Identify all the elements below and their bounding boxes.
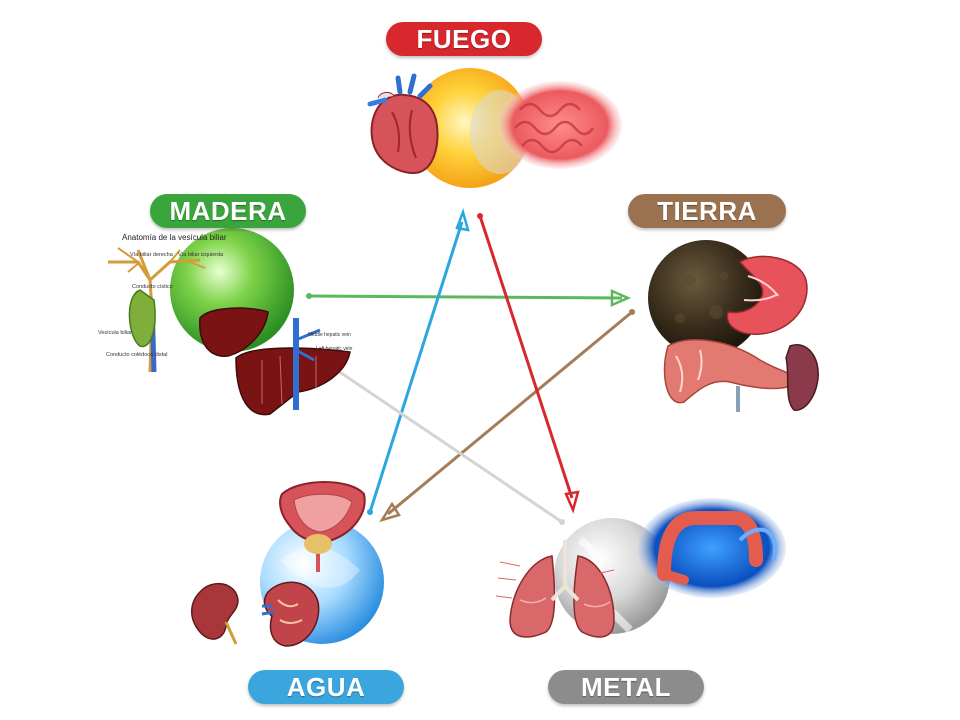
arrow-fuego-metal [477, 213, 580, 514]
liver-label-2: Left hepatic vein [316, 346, 353, 352]
gallbladder-label-2: Vía biliar izquierda [178, 252, 224, 258]
arrow-tierra-agua [379, 309, 635, 523]
arrow-agua-fuego [367, 207, 470, 515]
fuego-cluster [367, 68, 622, 188]
lungs-icon [509, 540, 615, 638]
stomach-icon [726, 255, 808, 335]
earth-sphere [648, 240, 764, 356]
bladder-icon [279, 481, 366, 572]
arrow-metal-madera [309, 350, 565, 525]
agua-cluster [191, 481, 384, 647]
label-madera: MADERA [150, 194, 306, 228]
label-tierra: TIERRA [628, 194, 786, 228]
kidney-icon [191, 581, 320, 647]
madera-cluster [108, 228, 351, 416]
gallbladder-title: Anatomía de la vesícula biliar [122, 233, 227, 242]
gallbladder-diagram [108, 247, 206, 373]
gallbladder-label-1: Vía biliar derecha [130, 252, 174, 258]
gallbladder-label-5: Conducto colédoco distal [106, 352, 167, 358]
tierra-cluster [648, 240, 819, 412]
label-metal: METAL [548, 670, 704, 704]
gallbladder-label-3: Conducto cístico [132, 284, 173, 290]
label-fuego: FUEGO [386, 22, 542, 56]
label-agua: AGUA [248, 670, 404, 704]
arrow-madera-tierra [306, 289, 632, 307]
metal-cluster [495, 498, 786, 638]
gallbladder-label-4: Vesícula biliar [98, 330, 132, 336]
liver-icon [199, 307, 351, 416]
spleen-icon [785, 344, 819, 411]
liver-label-1: Middle hepatic vein [308, 332, 351, 338]
pancreas-icon [663, 339, 801, 404]
heart-icon [367, 73, 439, 174]
